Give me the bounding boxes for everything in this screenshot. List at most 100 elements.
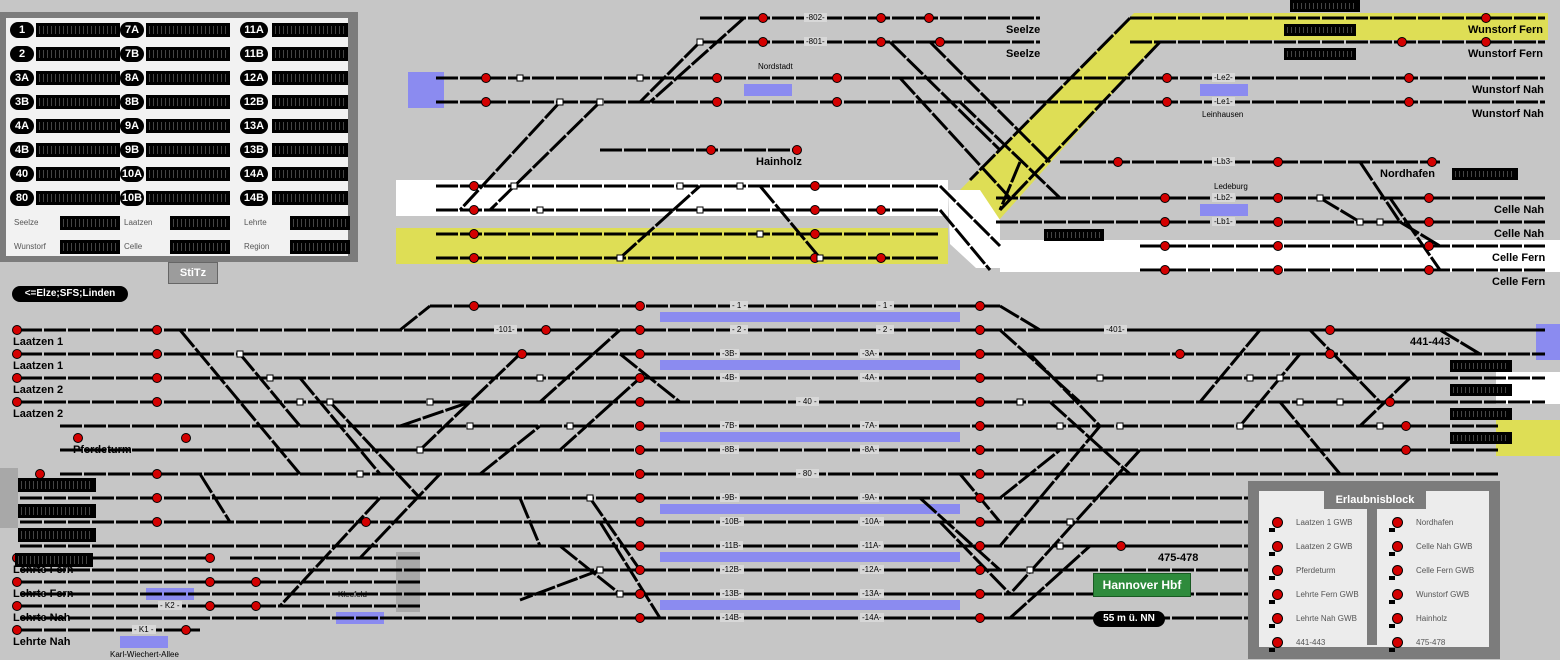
signal [876,253,886,263]
route-button-9a[interactable]: 9A [120,118,144,134]
route-button-11b[interactable]: 11B [240,46,268,62]
signal [635,349,645,359]
switch-marker [1066,518,1074,526]
platform-track-p8bw: -8B- [720,445,740,454]
platform-track-p9bw: -9B- [720,493,740,502]
signal [876,205,886,215]
station-laatzen-2a: Laatzen 2 [13,384,64,396]
signal [712,97,722,107]
station-wunstorf-fern-2: Wunstorf Fern [1468,48,1543,60]
signal [635,397,645,407]
route-button-4a[interactable]: 4A [10,118,34,134]
route-button-10a[interactable]: 10A [120,166,144,182]
track-segment [358,472,442,560]
station-hainholz: Hainholz [756,156,802,168]
stitz-button[interactable]: StiTz [168,262,218,284]
track-segment [638,40,702,104]
signal [251,577,261,587]
route-button-9b[interactable]: 9B [120,142,144,158]
track-lb3: -Lb3- [1212,157,1235,166]
signal [924,13,934,23]
signal [1160,241,1170,251]
signal [792,145,802,155]
route-button-14a[interactable]: 14A [240,166,268,182]
track-segment [999,448,1061,500]
route-button-8b[interactable]: 8B [120,94,144,110]
switch-marker [1316,194,1324,202]
erlaubnis-indicator[interactable] [1392,541,1403,552]
switch-marker [556,98,564,106]
route-button-13b[interactable]: 13B [240,142,268,158]
route-button-12a[interactable]: 12A [240,70,268,86]
erlaubnis-indicator[interactable] [1272,517,1283,528]
route-button-2[interactable]: 2 [10,46,34,62]
switch-marker [586,494,594,502]
switch-marker [1096,374,1104,382]
platform-track-p7bw: -7B- [720,421,740,430]
switch-marker [616,590,624,598]
erlaubnis-indicator[interactable] [1272,637,1283,648]
track-segment [399,400,471,428]
route-button-7b[interactable]: 7B [120,46,144,62]
route-button-14b[interactable]: 14B [240,190,268,206]
route-button-7a[interactable]: 7A [120,22,144,38]
track-segment [1238,353,1302,427]
platform-highlight [660,504,960,514]
erlaubnis-indicator[interactable] [1272,541,1283,552]
erlaubnis-indicator[interactable] [1272,613,1283,624]
track-segment [598,521,662,619]
erlaubnis-indicator[interactable] [1272,565,1283,576]
signal [1273,157,1283,167]
platform-track-p3bw: -3B- [720,349,740,358]
platform-track-p13ae: -13A- [860,589,884,598]
route-button-3b[interactable]: 3B [10,94,34,110]
erlaubnis-indicator[interactable] [1392,637,1403,648]
erlaubnis-label: Hainholz [1416,614,1448,623]
erlaubnis-indicator[interactable] [1272,589,1283,600]
route-button-12b[interactable]: 12B [240,94,268,110]
route-button-80[interactable]: 80 [10,190,34,206]
route-button-8a[interactable]: 8A [120,70,144,86]
track-segment [888,40,1002,152]
track-k2: - K2 - [158,601,182,610]
switch-marker [416,446,424,454]
signal [975,349,985,359]
signal [1273,241,1283,251]
signal [517,349,527,359]
signal [975,613,985,623]
hannover-hbf-button[interactable]: Hannover Hbf [1093,573,1191,597]
signal [758,37,768,47]
region-display [170,216,230,230]
route-button-11a[interactable]: 11A [240,22,268,38]
track-segment [758,185,822,259]
erlaubnis-indicator[interactable] [1392,517,1403,528]
route-button-4b[interactable]: 4B [10,142,34,158]
track-segment [538,328,622,404]
erlaubnis-indicator[interactable] [1392,589,1403,600]
label-karl-wiechert-allee: Karl-Wiechert-Allee [110,650,179,659]
nav-pill-elze-sfs-linden[interactable]: <=Elze;SFS;Linden [12,286,128,302]
station-laatzen-1a: Laatzen 1 [13,336,64,348]
route-button-13a[interactable]: 13A [240,118,268,134]
erlaubnis-marker [1269,552,1275,556]
signal [975,301,985,311]
signal [1424,217,1434,227]
track-segment [178,329,302,475]
switch-marker [596,566,604,574]
route-display [146,119,230,133]
signal [1424,265,1434,275]
erlaubnis-marker [1269,528,1275,532]
signal [635,565,645,575]
signal [1385,397,1395,407]
route-display [146,167,230,181]
erlaubnis-indicator[interactable] [1392,565,1403,576]
erlaubnis-indicator[interactable] [1392,613,1403,624]
route-button-1[interactable]: 1 [10,22,34,38]
route-button-3a[interactable]: 3A [10,70,34,86]
track-segment [298,377,382,475]
route-button-40[interactable]: 40 [10,166,34,182]
platform-track-p2w: - 2 - [730,325,749,334]
track-segment [918,496,1002,572]
signal [12,325,22,335]
route-button-10b[interactable]: 10B [120,190,144,206]
